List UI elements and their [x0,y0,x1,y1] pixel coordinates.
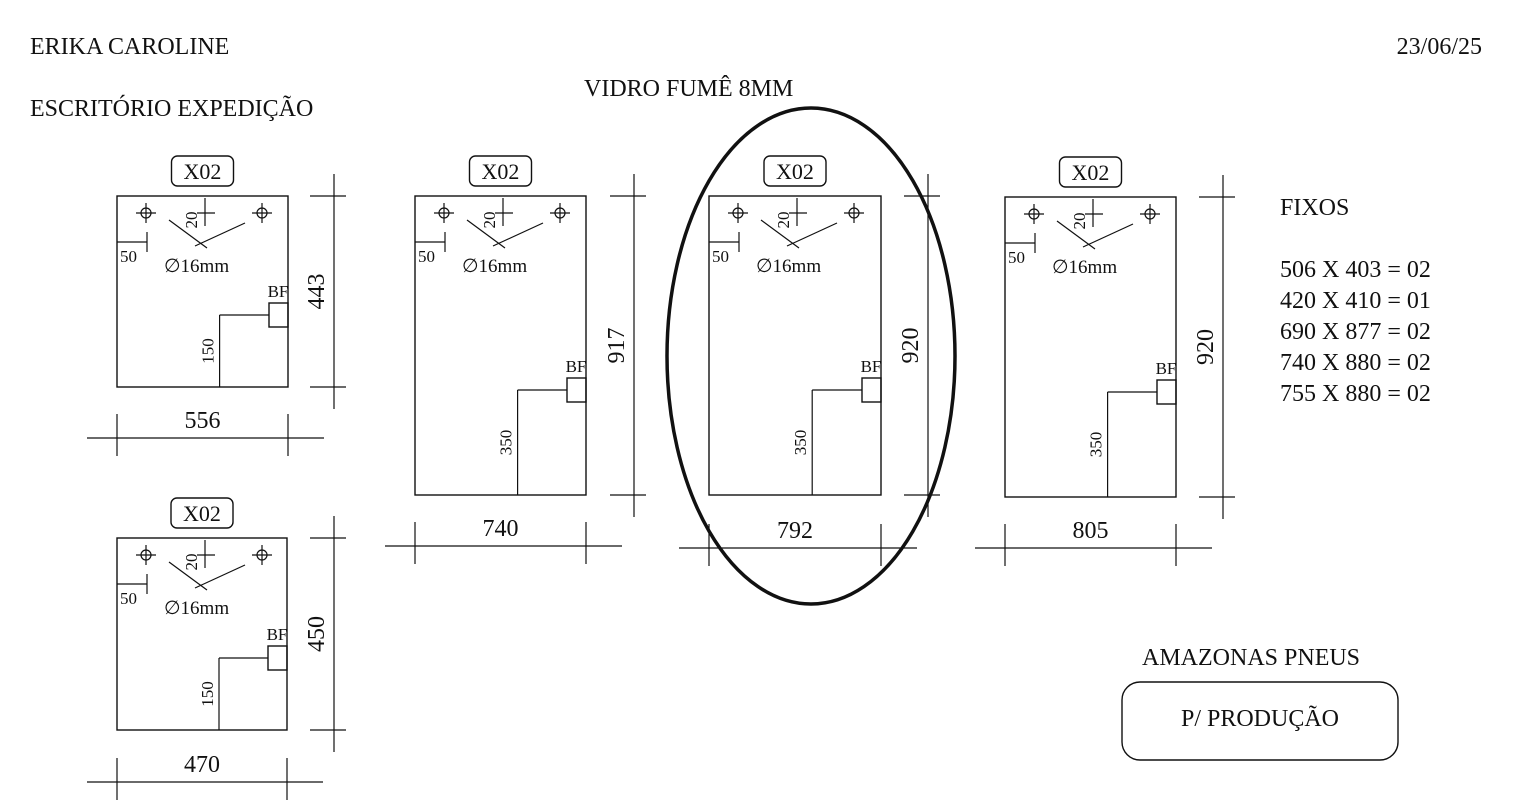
hole-marker [252,203,272,223]
hole-top-dim: 20 [182,554,201,571]
company-name: AMAZONAS PNEUS [1142,645,1360,671]
hole-side-dim: 50 [712,247,729,266]
date: 23/06/25 [1397,34,1482,60]
width-dim-value: 805 [1073,518,1109,544]
qty-label: X02 [1072,160,1110,185]
qty-label: X02 [184,159,222,184]
bf-label: BF [267,625,288,644]
hole-diameter: ∅16mm [164,256,229,277]
diameter-leader [786,222,838,247]
hole-diameter: ∅16mm [164,598,229,619]
hole-marker [1140,204,1160,224]
qty-box [170,497,234,529]
height-dim-value: 917 [604,328,630,364]
production-stamp: P/ PRODUÇÃO [1181,706,1339,732]
hole-marker [136,545,156,565]
fixed-list-item: 506 X 403 = 02 [1280,257,1431,283]
diameter-leader [1082,223,1134,248]
bf-box [861,377,882,403]
qty-label: X02 [482,159,520,184]
fixed-list-item: 755 X 880 = 02 [1280,381,1431,407]
hole-top-dim: 20 [1070,213,1089,230]
hole-marker [550,203,570,223]
hole-top-dim: 20 [774,212,793,229]
qty-box [763,155,827,187]
width-dim-value: 792 [777,518,813,544]
width-dim-value: 556 [185,408,221,434]
panel-outline [1004,196,1177,498]
hole-marker [136,203,156,223]
width-dim-value: 740 [483,516,519,542]
bf-box [267,645,288,671]
hole-side-dim: 50 [1008,248,1025,267]
hole-top-dim: 20 [182,212,201,229]
qty-box [170,155,235,187]
bf-label: BF [861,357,882,376]
highlight-circle [665,106,957,606]
hole-marker [728,203,748,223]
diameter-leader [492,222,544,247]
hole-marker [252,545,272,565]
bf-height-dim: 350 [1087,432,1106,458]
hole-marker [434,203,454,223]
panel-outline [116,537,288,731]
bf-height-dim: 150 [199,338,218,364]
hole-diameter: ∅16mm [462,256,527,277]
hole-top-dim: 20 [480,212,499,229]
hole-side-dim: 50 [120,247,137,266]
client-name: ERIKA CAROLINE [30,34,229,60]
qty-label: X02 [776,159,814,184]
location-name: ESCRITÓRIO EXPEDIÇÃO [30,95,313,122]
bf-box [1156,379,1177,405]
fixed-list-item: 690 X 877 = 02 [1280,319,1431,345]
hole-diameter: ∅16mm [1052,257,1117,278]
panel-outline [708,195,882,496]
bf-label: BF [566,357,587,376]
hole-side-dim: 50 [418,247,435,266]
hole-side-dim: 50 [120,589,137,608]
width-dim-value: 470 [184,752,220,778]
production-stamp-box [1121,681,1399,761]
bf-height-dim: 350 [497,430,516,456]
bf-label: BF [268,282,289,301]
height-dim-value: 920 [898,328,924,364]
diameter-leader [194,564,246,589]
panels: X022050∅16mmBF150443556X022050∅16mmBF350… [87,106,1235,800]
bf-height-dim: 350 [791,430,810,456]
qty-box [1058,156,1123,188]
fixed-list-title: FIXOS [1280,195,1349,221]
height-dim-value: 443 [304,274,330,310]
panel-outline [116,195,289,388]
fixed-list-item: 740 X 880 = 02 [1280,350,1431,376]
hole-marker [1024,204,1044,224]
qty-label: X02 [183,501,221,526]
panel-outline [414,195,587,496]
bf-box [268,302,289,328]
bf-height-dim: 150 [198,681,217,707]
material: VIDRO FUMÊ 8MM [584,76,793,102]
bf-box [566,377,587,403]
hole-diameter: ∅16mm [756,256,821,277]
diameter-leader [194,222,246,247]
bf-label: BF [1156,359,1177,378]
height-dim-value: 450 [304,616,330,652]
height-dim-value: 920 [1193,329,1219,365]
fixed-list-item: 420 X 410 = 01 [1280,288,1431,314]
hole-marker [844,203,864,223]
qty-box [468,155,533,187]
